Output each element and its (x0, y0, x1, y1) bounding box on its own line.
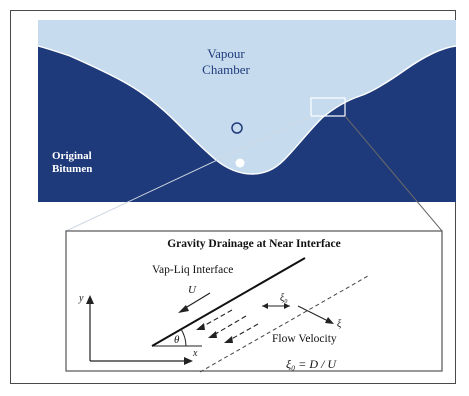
xi-label: ξ (337, 319, 342, 330)
connector-right (344, 115, 443, 232)
connector-left (65, 115, 312, 232)
flow-velocity-label: Flow Velocity (272, 333, 337, 345)
flow-arrow-3 (227, 323, 259, 342)
boundary-line (199, 275, 369, 373)
vapour-label-line2: Chamber (202, 62, 250, 77)
axis-x-label: x (192, 348, 198, 359)
equation-label: ξ₀ = D / U (286, 357, 337, 371)
zoom-box (310, 97, 346, 117)
u-arrow-head (178, 305, 189, 313)
inset-panel: Gravity Drainage at Near Interface Vap-L… (65, 230, 443, 373)
vapour-label-line1: Vapour (207, 46, 245, 61)
bitumen-label-line1: Original (52, 150, 92, 162)
inset-title: Gravity Drainage at Near Interface (167, 238, 341, 250)
reservoir-panel: Vapour Chamber Original Bitumen (37, 20, 457, 202)
xi0-bracket-right (284, 303, 290, 309)
xi-arrow (297, 305, 331, 323)
producer-well (235, 158, 245, 168)
vapour-chamber (38, 20, 456, 174)
bitumen-label-line2: Bitumen (52, 163, 92, 175)
flow-arrowhead-1 (196, 323, 205, 330)
xi-arrow-head (325, 317, 334, 324)
injector-well (231, 122, 243, 134)
y-axis-arrow (86, 295, 94, 304)
xi0-label: ξ₀ (280, 293, 288, 304)
x-axis-arrow (184, 357, 193, 365)
interface-line (151, 257, 306, 347)
axis-y-label: y (78, 293, 84, 304)
xi0-bracket-left (262, 303, 268, 309)
angle-arc (180, 328, 187, 347)
flow-arrows (199, 309, 259, 342)
flow-arrow-2 (211, 315, 247, 337)
flow-arrowhead-2 (208, 331, 217, 338)
flow-arrow-1 (199, 309, 233, 329)
chamber-interface-line (37, 45, 457, 175)
flow-arrowhead-3 (224, 336, 233, 343)
velocity-label: U (188, 284, 197, 296)
interface-label: Vap-Liq Interface (152, 264, 233, 276)
angle-label: θ (174, 334, 180, 346)
inset-frame (65, 230, 443, 372)
